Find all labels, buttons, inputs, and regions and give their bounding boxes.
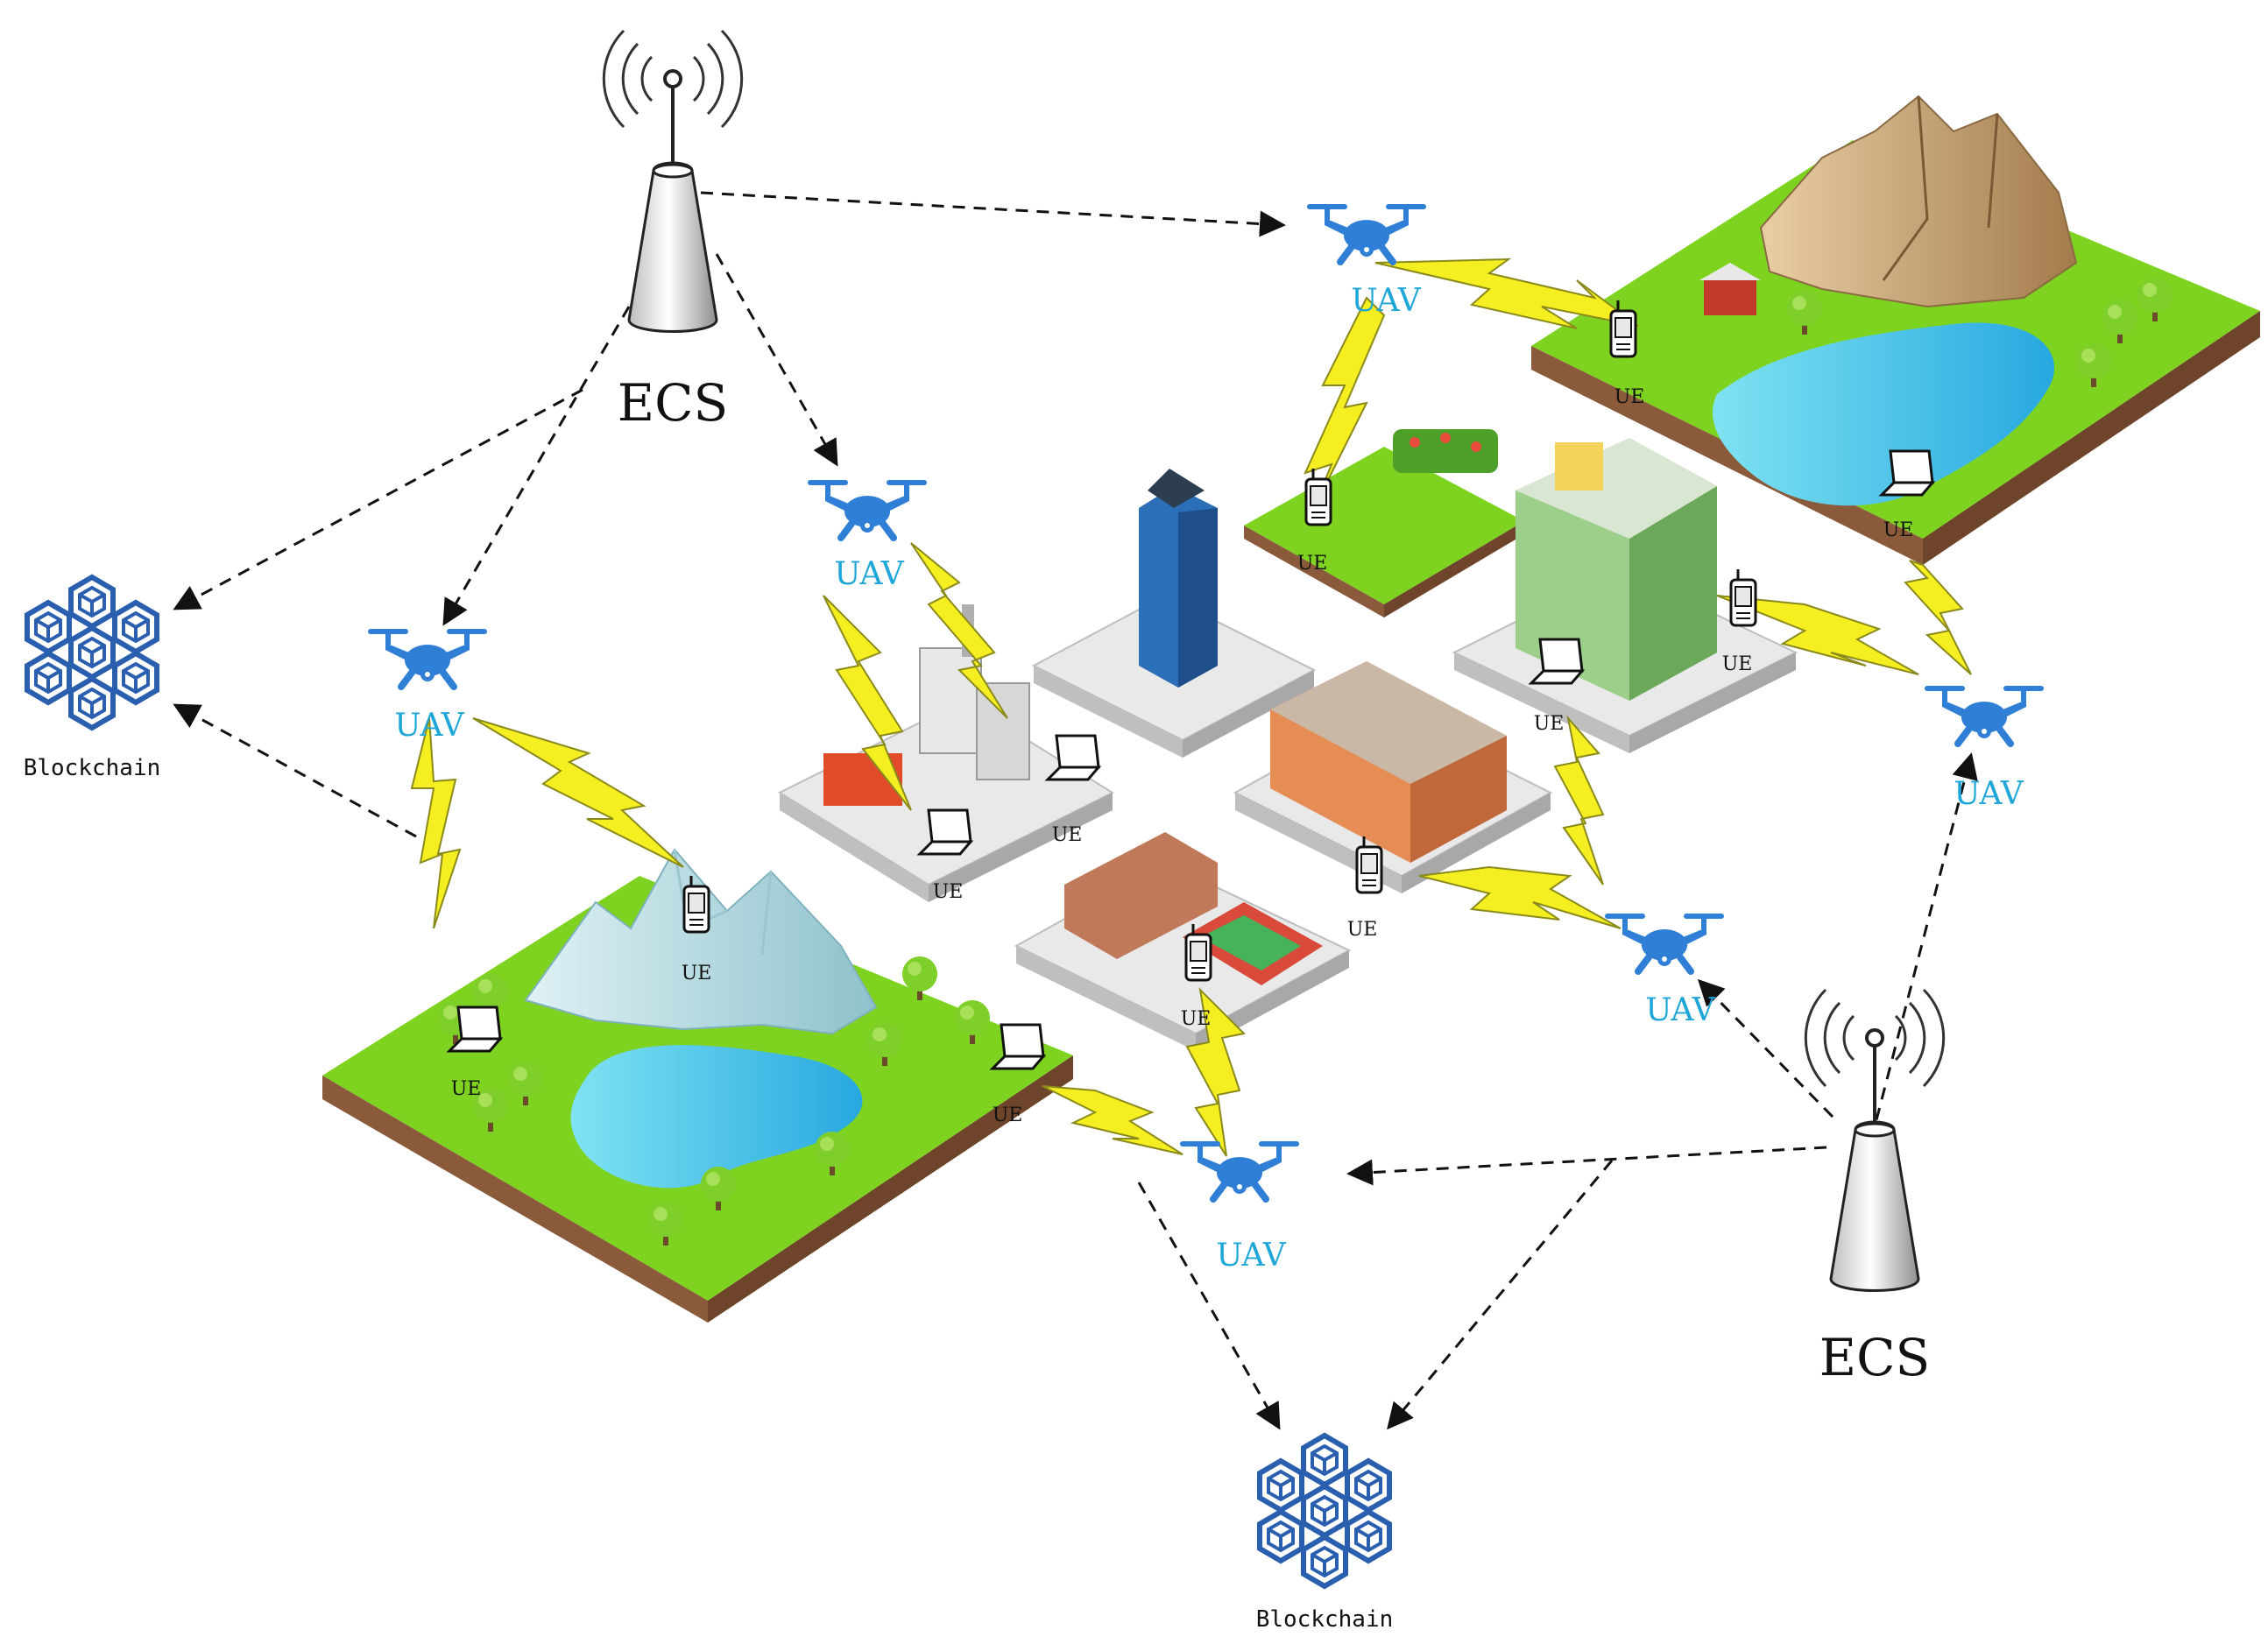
- ue-label: UE: [933, 881, 964, 903]
- factory-block: [777, 604, 1115, 902]
- ue-label: UE: [1181, 1008, 1212, 1030]
- ue-phone-icon: [1729, 568, 1757, 627]
- blockchain-label-bottom: Blockchain: [1256, 1606, 1394, 1633]
- ue-label: UE: [1347, 919, 1378, 941]
- uav-label: UAV: [394, 708, 464, 744]
- office-block: [1233, 661, 1553, 893]
- ecs-tower-bottom-icon: [1804, 988, 1946, 1293]
- ue-label: UE: [1534, 713, 1565, 735]
- ue-label: UE: [682, 963, 712, 984]
- uav-icon: [808, 480, 927, 538]
- uav-label: UAV: [1645, 992, 1715, 1028]
- ecs-label-bottom: ECS: [1819, 1328, 1930, 1387]
- uav-icon: [1925, 686, 2044, 744]
- ecs-tower-top-icon: [602, 29, 744, 334]
- skyscraper-block: [1031, 469, 1317, 758]
- grass-island-left: [322, 848, 1073, 1323]
- ue-label: UE: [1883, 519, 1914, 541]
- uav-icon: [1605, 914, 1724, 971]
- uav-icon: [1180, 1141, 1299, 1199]
- blockchain-left-icon: [27, 577, 157, 728]
- grass-island-top-right: [1531, 95, 2260, 565]
- ue-label: UE: [1052, 824, 1083, 846]
- dashed-links: [173, 191, 1978, 1430]
- uav-icon: [1307, 204, 1426, 262]
- uav-label: UAV: [1954, 776, 2024, 812]
- uav-label: UAV: [834, 556, 904, 592]
- ue-label: UE: [1297, 553, 1328, 575]
- blockchain-label-left: Blockchain: [24, 755, 161, 781]
- ue-label: UE: [993, 1104, 1023, 1126]
- uav-label: UAV: [1351, 283, 1421, 319]
- ue-label: UE: [451, 1078, 482, 1100]
- ue-label: UE: [1614, 386, 1645, 408]
- uav-label: UAV: [1216, 1238, 1286, 1274]
- apartment-block: [1452, 438, 1798, 753]
- ecs-label-top: ECS: [618, 373, 728, 433]
- park-block: [1244, 429, 1524, 617]
- ue-label: UE: [1722, 653, 1753, 675]
- uav-icon: [368, 629, 487, 687]
- blockchain-bottom-icon: [1260, 1436, 1389, 1586]
